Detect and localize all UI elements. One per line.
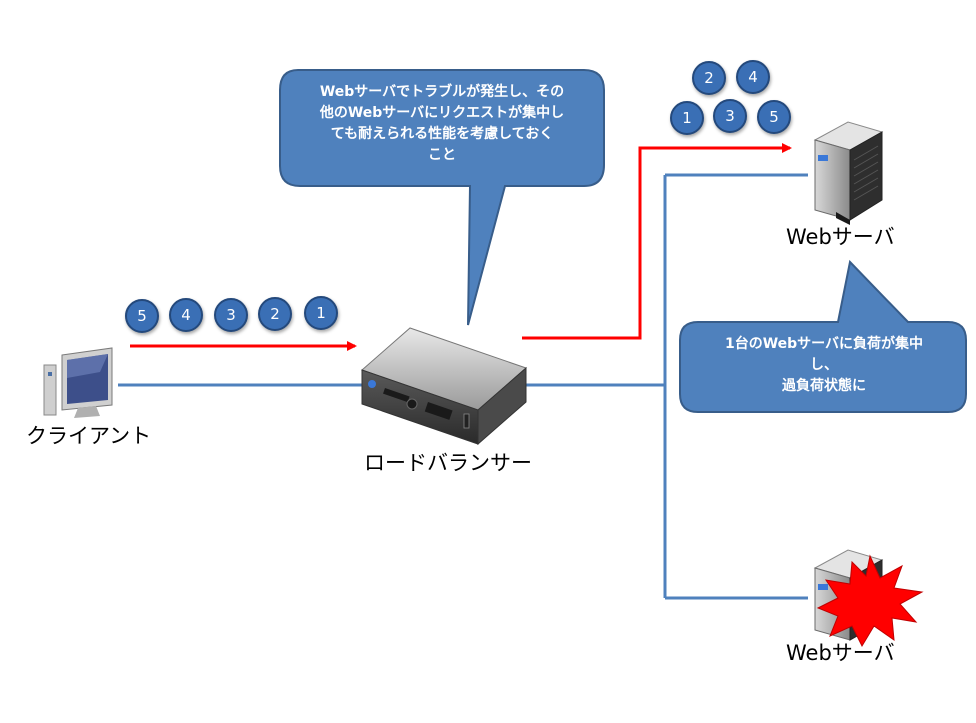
right-callout-line: 1台のWebサーバに負荷が集中 [724,336,924,352]
top-callout-text: Webサーバでトラブルが発生し、その 他のWebサーバにリクエストが集中し ても… [284,82,600,166]
request-bubble: 5 [125,299,159,333]
client-label: クライアント [26,424,152,448]
tower-server-icon [813,121,884,225]
request-bubble: 5 [757,100,791,134]
request-bubble: 2 [258,297,292,331]
web-server-bottom-label: Webサーバ [786,641,895,665]
top-callout-line: ても耐えられる性能を考慮しておく [330,126,554,142]
request-bubble: 2 [692,61,726,95]
desktop-computer-icon [43,347,113,418]
connector-lines [118,173,808,600]
top-callout-shape [279,69,605,326]
request-bubble: 3 [214,298,248,332]
top-callout-line: こと [428,147,456,163]
rack-server-icon [361,327,527,446]
request-bubble: 1 [304,296,338,330]
request-bubble: 4 [169,298,203,332]
top-callout-line: Webサーバでトラブルが発生し、その [319,84,565,100]
request-bubble: 3 [713,99,747,133]
request-bubble: 4 [736,60,770,94]
right-callout-line: し、 [810,357,838,373]
load-balancer-label: ロードバランサー [364,451,532,475]
request-arrows [130,143,792,351]
failure-burst-icon [816,554,924,648]
right-callout-text: 1台のWebサーバに負荷が集中 し、 過負荷状態に [686,334,962,397]
request-bubble: 1 [670,101,704,135]
right-callout-shape [679,259,967,413]
top-callout-line: 他のWebサーバにリクエストが集中し [319,105,565,121]
web-server-top-label: Webサーバ [786,225,895,249]
balancer-forward-arrow [522,143,792,340]
right-callout-line: 過負荷状態に [782,378,866,394]
